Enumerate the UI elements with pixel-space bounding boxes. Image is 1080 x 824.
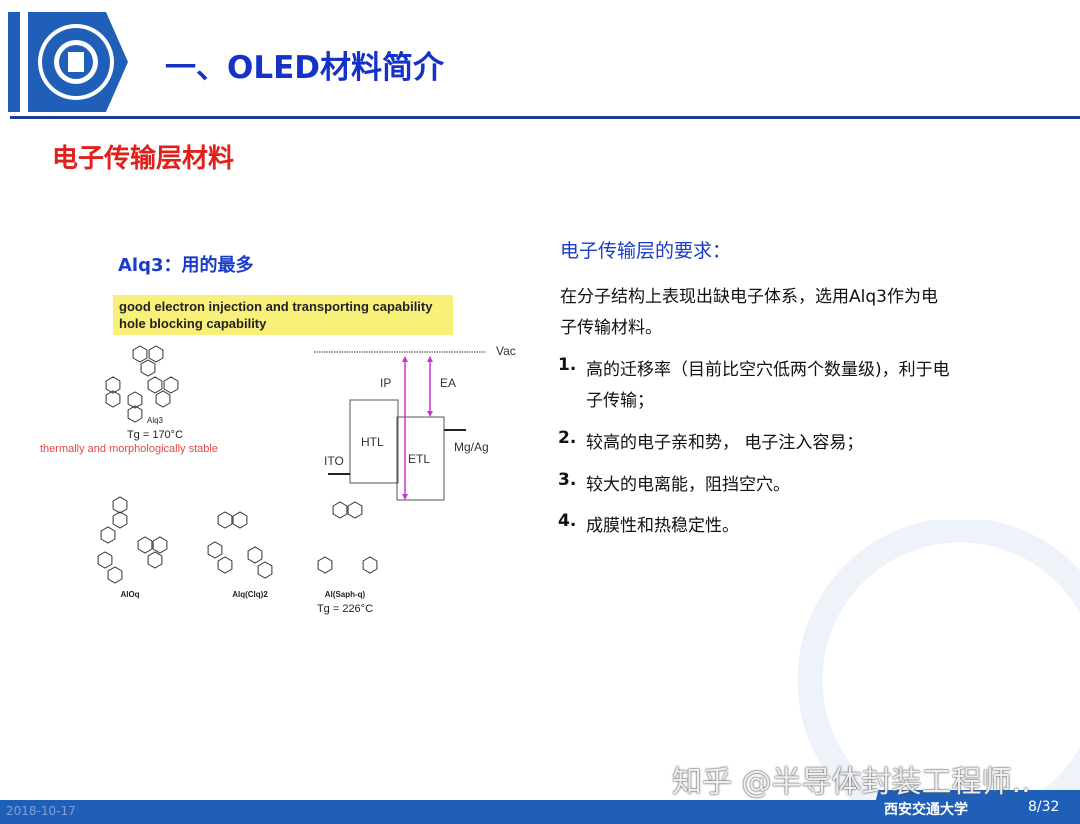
ring bbox=[137, 536, 153, 554]
university-logo bbox=[38, 24, 114, 100]
alq3-tg: Tg = 170°C bbox=[126, 429, 184, 441]
footer-university: 西安交通大学 bbox=[884, 802, 968, 818]
ring bbox=[217, 511, 233, 529]
item-text: 较高的电子亲和势， 电子注入容易； bbox=[586, 433, 864, 453]
ip-label: IP bbox=[380, 376, 391, 390]
alq3-label: Alq3：用的最多 bbox=[118, 255, 254, 276]
htl-box bbox=[349, 399, 399, 484]
molecule-name: Alq(Clq)2 bbox=[232, 590, 268, 599]
ring bbox=[257, 561, 273, 579]
alq3-name: Alq3 bbox=[146, 416, 163, 425]
ring bbox=[152, 536, 168, 554]
requirements-heading: 电子传输层的要求： bbox=[560, 240, 732, 262]
header-divider bbox=[10, 116, 1080, 119]
highlight-box: good electron injection and transporting… bbox=[113, 295, 453, 335]
ring bbox=[163, 376, 179, 394]
energy-level-diagram: Vac IP EA HTL ETL ITO Mg/Ag bbox=[314, 344, 516, 501]
ring bbox=[100, 526, 116, 544]
alq3-structure bbox=[105, 345, 179, 423]
ring bbox=[112, 496, 128, 514]
etl-box bbox=[396, 416, 445, 501]
molecule-tg: Tg = 226°C bbox=[316, 603, 374, 615]
ring bbox=[105, 390, 121, 408]
ring bbox=[105, 376, 121, 394]
ring bbox=[132, 345, 148, 363]
highlight-line: hole blocking capability bbox=[119, 316, 267, 331]
intro-line: 子传输材料。 bbox=[560, 318, 662, 338]
ring bbox=[147, 551, 163, 569]
header-bar bbox=[8, 12, 20, 112]
ring bbox=[148, 345, 164, 363]
ring bbox=[127, 405, 143, 423]
ring bbox=[232, 511, 248, 529]
section-title: 电子传输层材料 bbox=[52, 144, 235, 174]
ring bbox=[247, 546, 263, 564]
ring bbox=[127, 391, 143, 409]
ring bbox=[207, 541, 223, 559]
ring bbox=[362, 556, 378, 574]
cathode-label: Mg/Ag bbox=[454, 440, 489, 454]
item-number: 3. bbox=[558, 470, 577, 490]
highlight-line: good electron injection and transporting… bbox=[119, 299, 433, 314]
item-text: 成膜性和热稳定性。 bbox=[586, 516, 739, 536]
ring bbox=[317, 556, 333, 574]
item-text: 较大的电离能，阻挡空穴。 bbox=[586, 475, 790, 495]
item-text: 子传输； bbox=[586, 391, 654, 411]
ito-label: ITO bbox=[324, 454, 344, 468]
page-title: 一、OLED材料简介 bbox=[165, 50, 445, 86]
ring bbox=[155, 390, 171, 408]
ring bbox=[217, 556, 233, 574]
ring bbox=[107, 566, 123, 584]
ea-label: EA bbox=[440, 376, 456, 390]
molecule-name: AlOq bbox=[120, 590, 140, 599]
vac-label: Vac bbox=[496, 344, 516, 358]
ring bbox=[347, 501, 363, 519]
footer-date: 2018-10-17 bbox=[6, 804, 76, 818]
htl-label: HTL bbox=[361, 435, 384, 449]
item-number: 4. bbox=[558, 511, 577, 531]
item-text: 高的迁移率（目前比空穴低两个数量级)，利于电 bbox=[586, 360, 950, 380]
molecule-name: Al(Saph-q) bbox=[324, 590, 366, 599]
item-number: 1. bbox=[558, 355, 577, 375]
intro-line: 在分子结构上表现出缺电子体系，选用Alq3作为电 bbox=[560, 287, 938, 307]
ring bbox=[140, 359, 156, 377]
ring bbox=[97, 551, 113, 569]
watermark-seal bbox=[797, 520, 1080, 820]
ring bbox=[147, 376, 163, 394]
ring bbox=[332, 501, 348, 519]
molecule-structures bbox=[97, 496, 378, 584]
alq3-note: thermally and morphologically stable bbox=[40, 443, 218, 455]
etl-label: ETL bbox=[408, 452, 430, 466]
ring bbox=[112, 511, 128, 529]
watermark-text: 知乎 @半导体封装工程师.. bbox=[672, 765, 1031, 800]
footer-tab bbox=[870, 790, 1080, 824]
page-number: 8/32 bbox=[1028, 799, 1060, 815]
item-number: 2. bbox=[558, 428, 577, 448]
